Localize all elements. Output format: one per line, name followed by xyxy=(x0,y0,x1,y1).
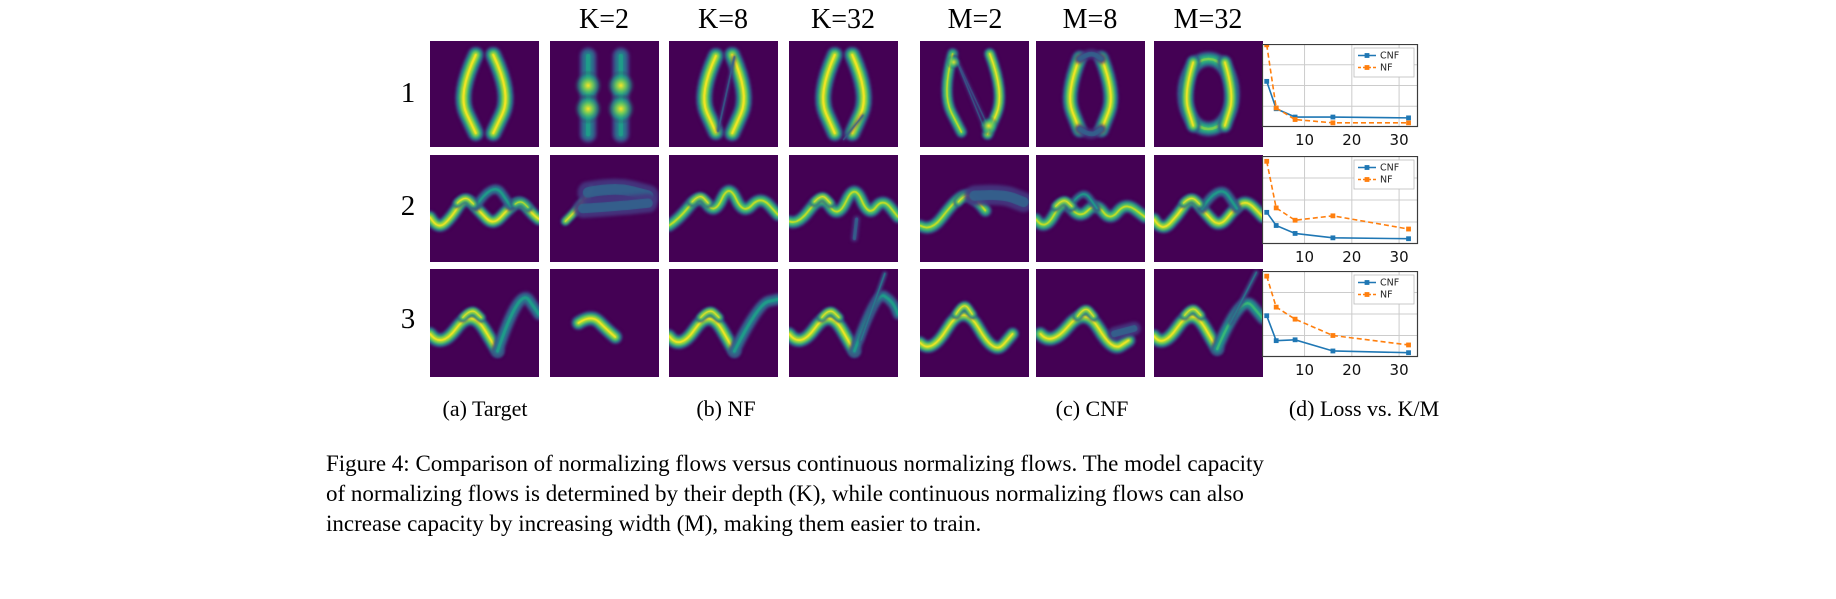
row-label-1: 1 xyxy=(400,77,416,109)
legend-label-cnf: CNF xyxy=(1380,278,1399,289)
heatmap-panel-row3-target xyxy=(430,269,539,377)
subcaption-cnf: (c) CNF xyxy=(1055,396,1129,421)
x-tick-label: 30 xyxy=(1390,131,1409,149)
row-label-3: 3 xyxy=(400,303,416,335)
caption-line-2: of normalizing flows is determined by th… xyxy=(326,481,1244,506)
col-header-k32: K=32 xyxy=(810,4,875,35)
col-header-m32: M=32 xyxy=(1173,4,1243,35)
heatmap-panel-row1-m-2 xyxy=(920,41,1029,147)
caption-line-3: increase capacity by increasing width (M… xyxy=(326,511,982,536)
col-header-m2: M=2 xyxy=(947,4,1003,35)
heatmap-panel-row3-k-2 xyxy=(550,269,659,377)
heatmap-panel-row3-k-8 xyxy=(669,269,778,377)
chart-border xyxy=(1262,44,1419,128)
heatmap-panel-row2-m-2 xyxy=(920,155,1029,262)
heatmap-panel-row3-k-32 xyxy=(789,269,898,377)
x-tick-label: 10 xyxy=(1295,131,1314,149)
legend-label-nf: NF xyxy=(1380,63,1393,74)
row-label-2: 2 xyxy=(400,190,416,222)
col-header-k8: K=8 xyxy=(697,4,748,35)
heatmap-panel-row2-k-32 xyxy=(789,155,898,262)
chart-border xyxy=(1262,271,1419,358)
x-tick-label: 30 xyxy=(1390,361,1409,379)
x-tick-label: 30 xyxy=(1390,248,1409,266)
figure-caption: Figure 4: Comparison of normalizing flow… xyxy=(326,449,1548,539)
heatmap-panel-row2-k-2 xyxy=(550,155,659,262)
legend-label-nf: NF xyxy=(1380,175,1393,186)
subcaption-loss-plot: (d) Loss vs. K/M xyxy=(1288,396,1440,421)
series-cnf xyxy=(1264,209,1411,242)
legend-label-nf: NF xyxy=(1380,290,1393,301)
series-nf xyxy=(1264,158,1411,232)
col-header-k2: K=2 xyxy=(578,4,629,35)
heatmap-panel-row1-m-32 xyxy=(1154,41,1263,147)
heatmap-panel-row3-m-8 xyxy=(1036,269,1145,377)
series-nf xyxy=(1264,44,1411,126)
legend-label-cnf: CNF xyxy=(1380,163,1399,174)
x-tick-label: 10 xyxy=(1295,248,1314,266)
x-tick-label: 20 xyxy=(1342,248,1361,266)
x-tick-label: 20 xyxy=(1342,361,1361,379)
heatmap-panel-row2-m-32 xyxy=(1154,155,1263,262)
heatmap-panel-row2-k-8 xyxy=(669,155,778,262)
x-tick-label: 10 xyxy=(1295,361,1314,379)
caption-line-1: Figure 4: Comparison of normalizing flow… xyxy=(326,451,1264,476)
heatmap-panel-row3-m-32 xyxy=(1154,269,1263,377)
heatmap-panel-row2-target xyxy=(430,155,539,262)
subcaption-nf: (b) NF xyxy=(696,396,756,421)
series-cnf xyxy=(1264,313,1411,356)
series-nf xyxy=(1264,273,1411,348)
subcaption-target: (a) Target xyxy=(442,396,528,421)
heatmap-panel-row1-m-8 xyxy=(1036,41,1145,147)
heatmap-panel-row1-k-8 xyxy=(669,41,778,147)
x-tick-label: 20 xyxy=(1342,131,1361,149)
col-header-m8: M=8 xyxy=(1062,4,1118,35)
heatmap-panel-row3-m-2 xyxy=(920,269,1029,377)
heatmap-panel-row2-m-8 xyxy=(1036,155,1145,262)
chart-border xyxy=(1262,156,1419,245)
heatmap-panel-row1-k-2 xyxy=(550,41,659,147)
heatmap-panel-row1-target xyxy=(430,41,539,147)
heatmap-panel-row1-k-32 xyxy=(789,41,898,147)
legend-label-cnf: CNF xyxy=(1380,51,1399,62)
